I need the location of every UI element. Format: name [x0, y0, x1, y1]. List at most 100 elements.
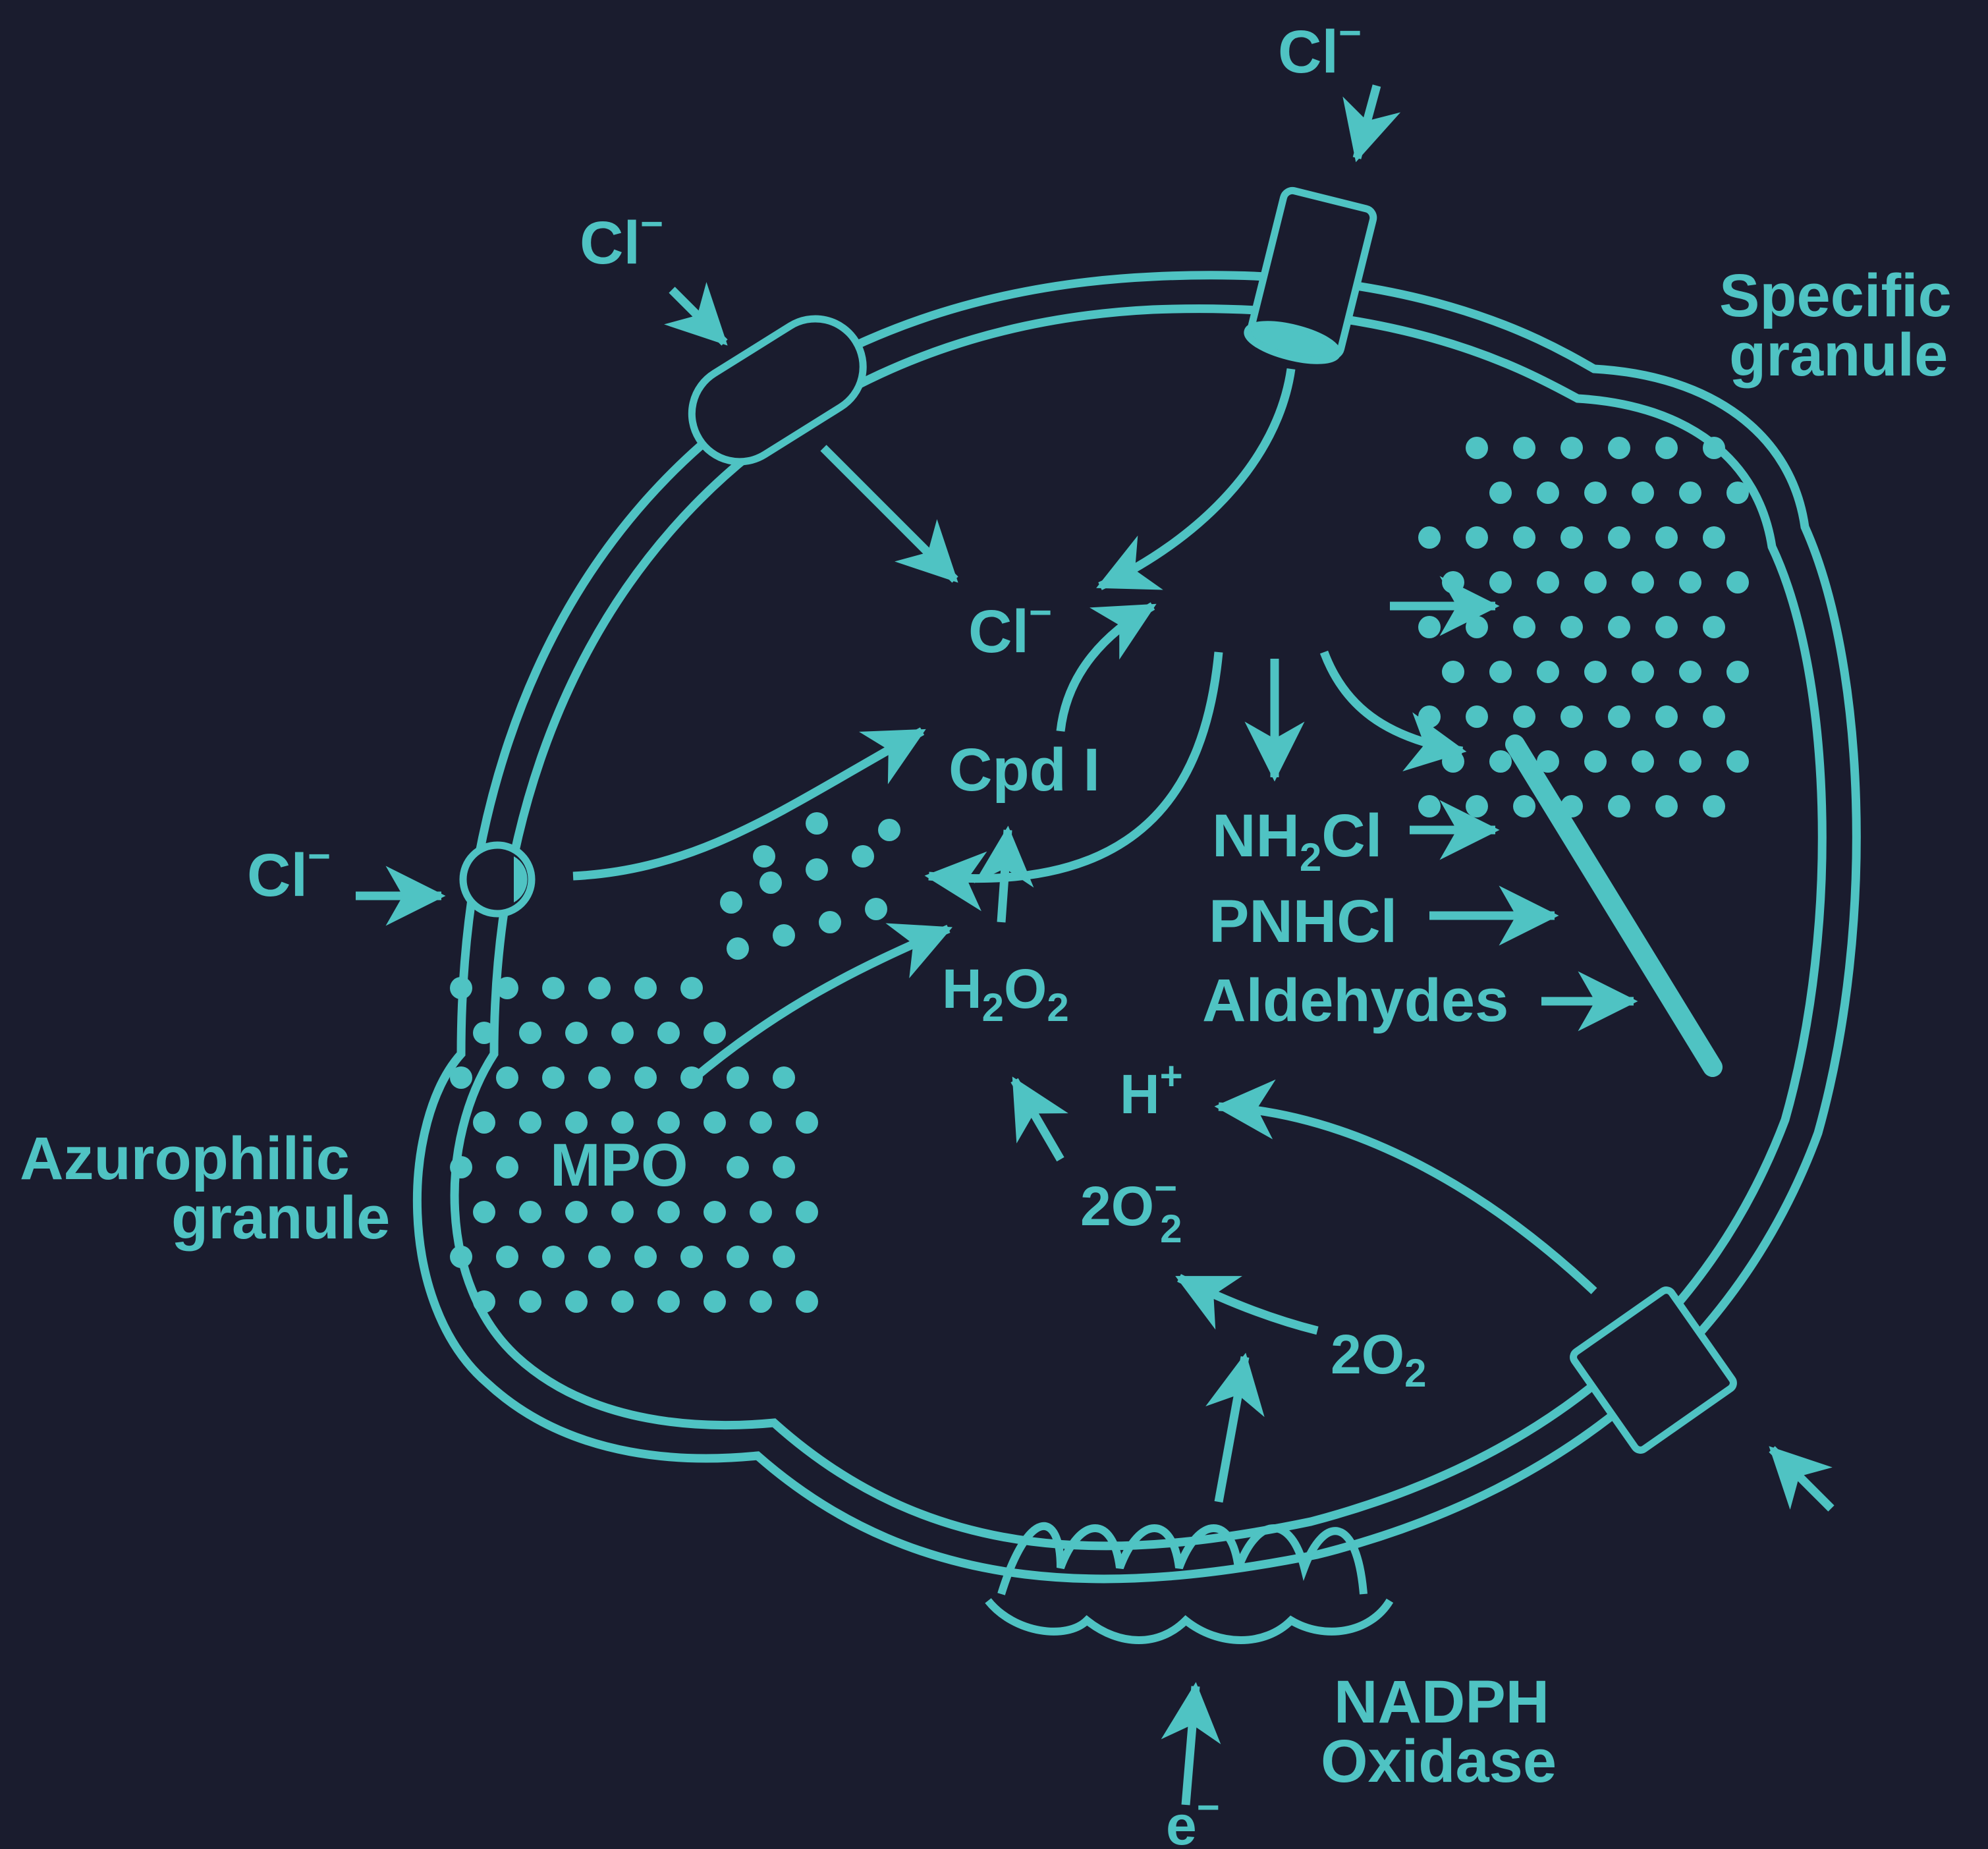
granule-dot [750, 1290, 772, 1313]
granule-dot [588, 1066, 611, 1089]
granule-dot [1418, 526, 1441, 549]
granule-dot [1560, 437, 1583, 459]
granule-dot [657, 1201, 680, 1223]
chloride-channel-top [1244, 188, 1375, 368]
granule-dot [1466, 795, 1488, 817]
granule-dot [1584, 661, 1607, 683]
oxygen-label: 2O2 [1331, 1323, 1426, 1395]
granule-dot [1418, 705, 1441, 728]
granule-dot [1632, 571, 1654, 593]
arrow-nadph-to-o2 [1219, 1357, 1245, 1502]
granule-dot [1513, 616, 1535, 638]
granule-dot [680, 1246, 703, 1268]
granule-dot [1466, 526, 1488, 549]
released-mpo-dots [720, 812, 900, 960]
granule-dot [1726, 482, 1749, 504]
granule-dot [1608, 616, 1630, 638]
granule-dot [1418, 616, 1441, 638]
granule-dot [1537, 482, 1559, 504]
granule-dot [865, 898, 887, 920]
granule-dot [1584, 571, 1607, 593]
granule-dot [450, 977, 472, 999]
cl-label-top-left: Cl− [580, 202, 663, 277]
granule-dot [704, 1201, 726, 1223]
arrow-into-proton-channel [1772, 1449, 1831, 1508]
granule-dot [657, 1111, 680, 1134]
granule-dot [1537, 571, 1559, 593]
granule-dot [1489, 661, 1512, 683]
aldehydes-label: Aldehydes [1202, 967, 1508, 1034]
azurophilic-granule-label: Azurophilicgranule [20, 1125, 390, 1252]
granule-dot [542, 1066, 565, 1089]
granule-dot [1679, 571, 1701, 593]
granule-dot [750, 1111, 772, 1134]
granule-dot [611, 1290, 634, 1313]
granule-dot [450, 1246, 472, 1268]
granule-dot [1584, 482, 1607, 504]
h2o2-label: H2O2 [942, 958, 1069, 1030]
granule-dot [473, 1111, 495, 1134]
arrow-top-channel-to-cl [1100, 369, 1291, 586]
granule-dot [542, 1246, 565, 1268]
granule-dot [611, 1022, 634, 1044]
granule-dot [1513, 795, 1535, 817]
granule-dot [496, 1246, 518, 1268]
granule-dot [519, 1201, 541, 1223]
granule-dot [806, 812, 828, 835]
electron-label: e− [1166, 1785, 1220, 1846]
granule-dot [727, 1156, 749, 1178]
granule-dot [704, 1290, 726, 1313]
granule-dot [1442, 571, 1464, 593]
granule-dot [680, 977, 703, 999]
arrow-cl-into-top-left-channel [672, 290, 725, 343]
pnhcl-label: PNHCl [1209, 888, 1397, 955]
granule-dot [773, 1246, 795, 1268]
granule-dot [878, 819, 900, 841]
arrow-electron-to-nadph [1186, 1686, 1196, 1805]
granule-dot [1608, 705, 1630, 728]
arrow-cl-to-bar [1324, 652, 1462, 751]
granule-dot [1560, 705, 1583, 728]
granule-dot [473, 1201, 495, 1223]
granule-dot [1703, 616, 1725, 638]
granule-dot [588, 977, 611, 999]
granule-dot [819, 911, 841, 933]
granule-dot [1679, 661, 1701, 683]
superoxide-label: 2O−2 [1080, 1166, 1182, 1251]
granule-dot [1608, 437, 1630, 459]
granule-dot [759, 871, 782, 894]
granule-dot [1632, 661, 1654, 683]
granule-dot [1513, 705, 1535, 728]
cpd-label: Cpd I [949, 736, 1100, 804]
granule-dot [1608, 795, 1630, 817]
granule-dot [565, 1290, 588, 1313]
granule-dot [1726, 661, 1749, 683]
arrow-cl-into-top-channel [1357, 86, 1377, 158]
granule-dot [750, 1201, 772, 1223]
granule-dot [1466, 616, 1488, 638]
granule-dot [565, 1201, 588, 1223]
granule-dot [1655, 437, 1678, 459]
granule-dot [852, 845, 874, 868]
granule-dot [1513, 526, 1535, 549]
granule-dot [1632, 750, 1654, 773]
granule-dot [1655, 616, 1678, 638]
cl-label-center: Cl− [968, 590, 1052, 665]
granule-dot [753, 845, 775, 868]
granule-dot [720, 891, 742, 914]
granule-dot [1560, 616, 1583, 638]
granule-dot [565, 1111, 588, 1134]
granule-dot [796, 1290, 818, 1313]
granule-dot [796, 1201, 818, 1223]
granule-dot [1703, 526, 1725, 549]
granule-dot [1679, 482, 1701, 504]
granule-dot [1726, 571, 1749, 593]
granule-dot [657, 1290, 680, 1313]
granule-dot [1655, 526, 1678, 549]
granule-dot [588, 1246, 611, 1268]
granule-dot [1726, 750, 1749, 773]
granule-dot [773, 1066, 795, 1089]
cl-label-left: Cl− [247, 834, 331, 909]
granule-dot [1442, 661, 1464, 683]
